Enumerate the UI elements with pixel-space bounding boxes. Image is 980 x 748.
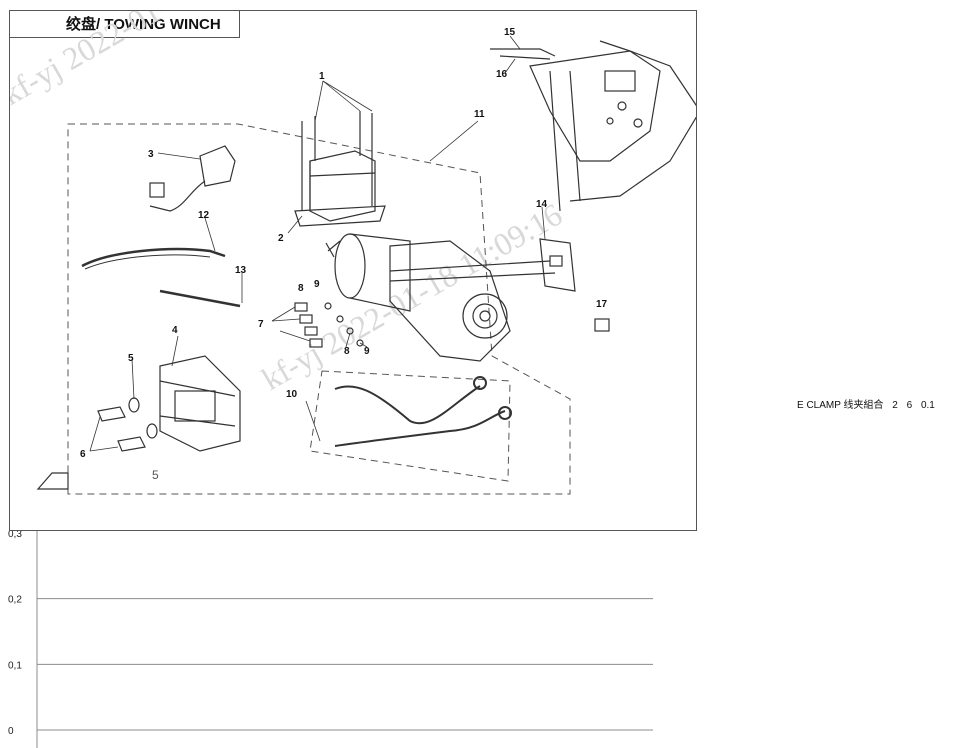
roller-fairlead — [159, 355, 241, 452]
callout-17: 17 — [596, 299, 608, 310]
cable-12 — [81, 247, 226, 268]
solenoid-box — [294, 111, 386, 227]
harness-connector — [149, 145, 236, 212]
cable-set-10 — [334, 376, 512, 447]
callout-14: 14 — [536, 199, 548, 210]
y-tick-label: 0,3 — [8, 531, 22, 540]
y-tick-labels: 0,3 0,2 0,1 0 — [8, 531, 22, 737]
callout-2: 2 — [278, 233, 284, 244]
callout-11: 11 — [474, 109, 485, 120]
callout-4: 4 — [172, 325, 178, 336]
parts-table-row: E CLAMP 线夹組合 2 6 0.1 — [797, 396, 941, 411]
winch-motor — [325, 233, 556, 362]
cable-13 — [159, 289, 241, 308]
part-name-cell: E CLAMP 线夹組合 — [797, 400, 884, 411]
callout-15: 15 — [504, 27, 516, 38]
mounting-plate — [539, 238, 576, 292]
callout-13: 13 — [235, 265, 247, 276]
callout-6: 6 — [80, 449, 86, 460]
callout-16: 16 — [496, 69, 508, 80]
bolts-washers — [97, 397, 158, 452]
callout-10: 10 — [286, 389, 298, 400]
y-tick-label: 0,1 — [8, 660, 22, 671]
exploded-view-drawing: kf-yj 2022-01-18 11:09:16 kf-yj 2022-01-… — [10, 11, 696, 495]
y-tick-label: 0,2 — [8, 595, 22, 606]
front-arrow-icon — [36, 472, 69, 490]
qty-cell: 6 — [906, 400, 913, 411]
callout-5: 5 — [128, 353, 134, 364]
clamp-17 — [594, 318, 610, 332]
frame-bracket — [490, 40, 696, 212]
watermark: kf-yj 2022-01-18 11:09:16 kf-yj 2022-01-… — [10, 11, 568, 397]
diagram-title: 绞盘/ TOWING WINCH — [10, 11, 240, 38]
callout-8: 8 — [298, 283, 304, 294]
callout-8b: 8 — [344, 346, 350, 357]
callout-labels: 1 2 3 4 5 6 7 8 9 10 11 12 13 14 15 16 1… — [80, 27, 608, 482]
callout-3: 3 — [148, 149, 154, 160]
parts-diagram: 绞盘/ TOWING WINCH kf-yj 2022-01-18 11:09:… — [9, 10, 697, 531]
callout-1: 1 — [319, 71, 325, 82]
callout-9b: 9 — [364, 346, 370, 357]
ref-cell: 2 — [892, 400, 898, 411]
watermark-text: kf-yj 2022-01-18 11:09:16 — [10, 11, 308, 112]
callout-12: 12 — [198, 210, 210, 221]
callout-7: 7 — [258, 319, 264, 330]
value-cell: 0.1 — [920, 400, 935, 411]
gridlines — [37, 598, 653, 731]
assembly-outline — [67, 123, 571, 495]
chart: 0,3 0,2 0,1 0 — [8, 531, 653, 748]
y-tick-label: 0 — [8, 726, 14, 737]
callout-9: 9 — [314, 279, 320, 290]
callout-5-faded: 5 — [152, 468, 159, 482]
